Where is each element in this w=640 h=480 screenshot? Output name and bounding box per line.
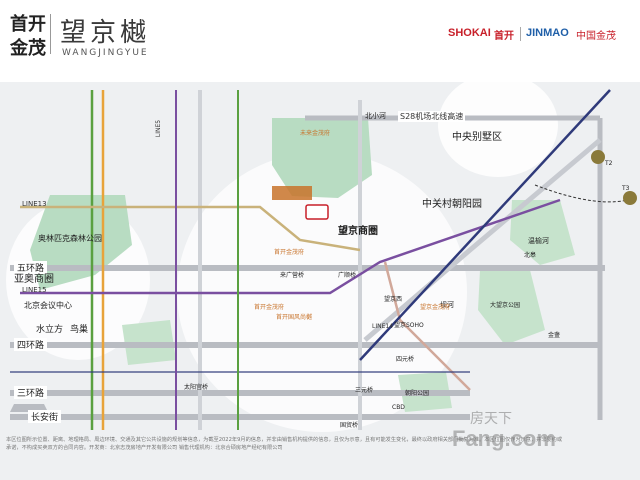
district-birds-nest: 鸟巢 bbox=[70, 325, 89, 335]
place-guangshun: 广顺桥 bbox=[338, 272, 357, 279]
line-label-14: LINE14 bbox=[372, 323, 394, 330]
district-bahe: 坝河 bbox=[440, 301, 454, 309]
dawangjing-park bbox=[478, 270, 545, 345]
airport-t3-label: T3 bbox=[622, 185, 630, 192]
metro-east-line bbox=[359, 89, 611, 361]
airport-expressway bbox=[363, 138, 602, 342]
project-name: 望京樾 bbox=[60, 18, 151, 48]
district-wangjing: 望京商圈 bbox=[338, 226, 378, 237]
district-yaao: 亚奥商圈 bbox=[14, 274, 54, 285]
place-chaoyang-park: 朝阳公园 bbox=[405, 390, 430, 397]
district-conference: 北京会议中心 bbox=[24, 301, 72, 310]
ring-label-4: 四环路 bbox=[14, 338, 48, 351]
ring-label-s28: S28机场北线高速 bbox=[398, 111, 466, 122]
ring-label-3: 三环路 bbox=[14, 386, 48, 399]
header-divider bbox=[50, 14, 51, 54]
shokai-logo-cn: 首开 bbox=[494, 31, 514, 42]
place-beigao: 北皋 bbox=[524, 252, 537, 259]
place-shoukai-jinmao: 首开金茂府 bbox=[274, 249, 305, 256]
place-laiguangying: 来广营桥 bbox=[280, 272, 305, 279]
line-label-5: LINE5 bbox=[155, 119, 163, 138]
logo-divider bbox=[520, 27, 521, 41]
brand-logo-line1: 首开 bbox=[10, 14, 46, 35]
project-marker bbox=[305, 204, 329, 220]
jinmao-logo-text: JINMAO bbox=[526, 27, 569, 39]
jinmao-logo-cn: 中国金茂 bbox=[576, 31, 616, 42]
brand-logo-line2: 金茂 bbox=[10, 38, 46, 59]
place-taiyanggong: 太阳宫桥 bbox=[184, 384, 209, 391]
district-villa: 中央别墅区 bbox=[452, 132, 502, 143]
district-zgc: 中关村朝阳园 bbox=[422, 199, 482, 210]
place-guofeng: 首开国风尚樾 bbox=[276, 314, 313, 321]
ring-label-changan: 长安街 bbox=[28, 410, 62, 423]
airport-t3-icon bbox=[623, 191, 637, 205]
north-park bbox=[272, 118, 372, 198]
place-jinzhan: 金盏 bbox=[548, 332, 561, 339]
north-ring-circle bbox=[438, 73, 558, 177]
place-wangjingxi: 望京西 bbox=[384, 296, 403, 303]
district-beixiaohe: 北小河 bbox=[365, 112, 386, 120]
disclaimer: 本区位图所示位置、距离、地理格局、周边环境、交通及其它公共设施的规划等信息，为截… bbox=[6, 437, 563, 451]
map-header: 首开 金茂 望京樾 WANGJINGYUE SHOKAI 首开 JINMAO 中… bbox=[0, 0, 640, 82]
district-olympic-park: 奥林匹克森林公园 bbox=[38, 234, 102, 243]
airport-t2-label: T2 bbox=[605, 160, 613, 167]
district-wenyu: 温榆河 bbox=[528, 237, 549, 245]
project-pinyin: WANGJINGYUE bbox=[62, 48, 149, 58]
watermark-en: Fang.com bbox=[452, 426, 556, 451]
district-water-cube: 水立方 bbox=[36, 325, 64, 335]
line-label-15: LINE15 bbox=[22, 286, 47, 294]
ring-label-5: 五环路 bbox=[14, 261, 48, 274]
metro-line14 bbox=[383, 261, 471, 391]
place-wangjing-jinmao: 望京金茂府 bbox=[420, 304, 451, 311]
wenyu-park bbox=[510, 200, 575, 265]
place-soho: 望京SOHO bbox=[394, 322, 424, 329]
place-cbd: CBD bbox=[392, 404, 405, 411]
airport-t2-icon bbox=[591, 150, 605, 164]
place-guomao: 国贸桥 bbox=[340, 422, 359, 429]
line-label-13: LINE13 bbox=[22, 200, 47, 208]
place-dawangjing: 大望京公园 bbox=[490, 302, 521, 309]
shokai-logo-text: SHOKAI bbox=[448, 27, 491, 39]
watermark-cn: 房天下 bbox=[470, 411, 512, 427]
place-sanyuan: 三元桥 bbox=[355, 387, 374, 394]
project-block bbox=[272, 186, 312, 200]
place-shoukai-jinmao-2: 首开金茂府 bbox=[254, 304, 285, 311]
metro-line13 bbox=[20, 205, 361, 252]
place-siyuan: 四元桥 bbox=[396, 356, 415, 363]
place-weilai: 未来金茂府 bbox=[300, 130, 331, 137]
